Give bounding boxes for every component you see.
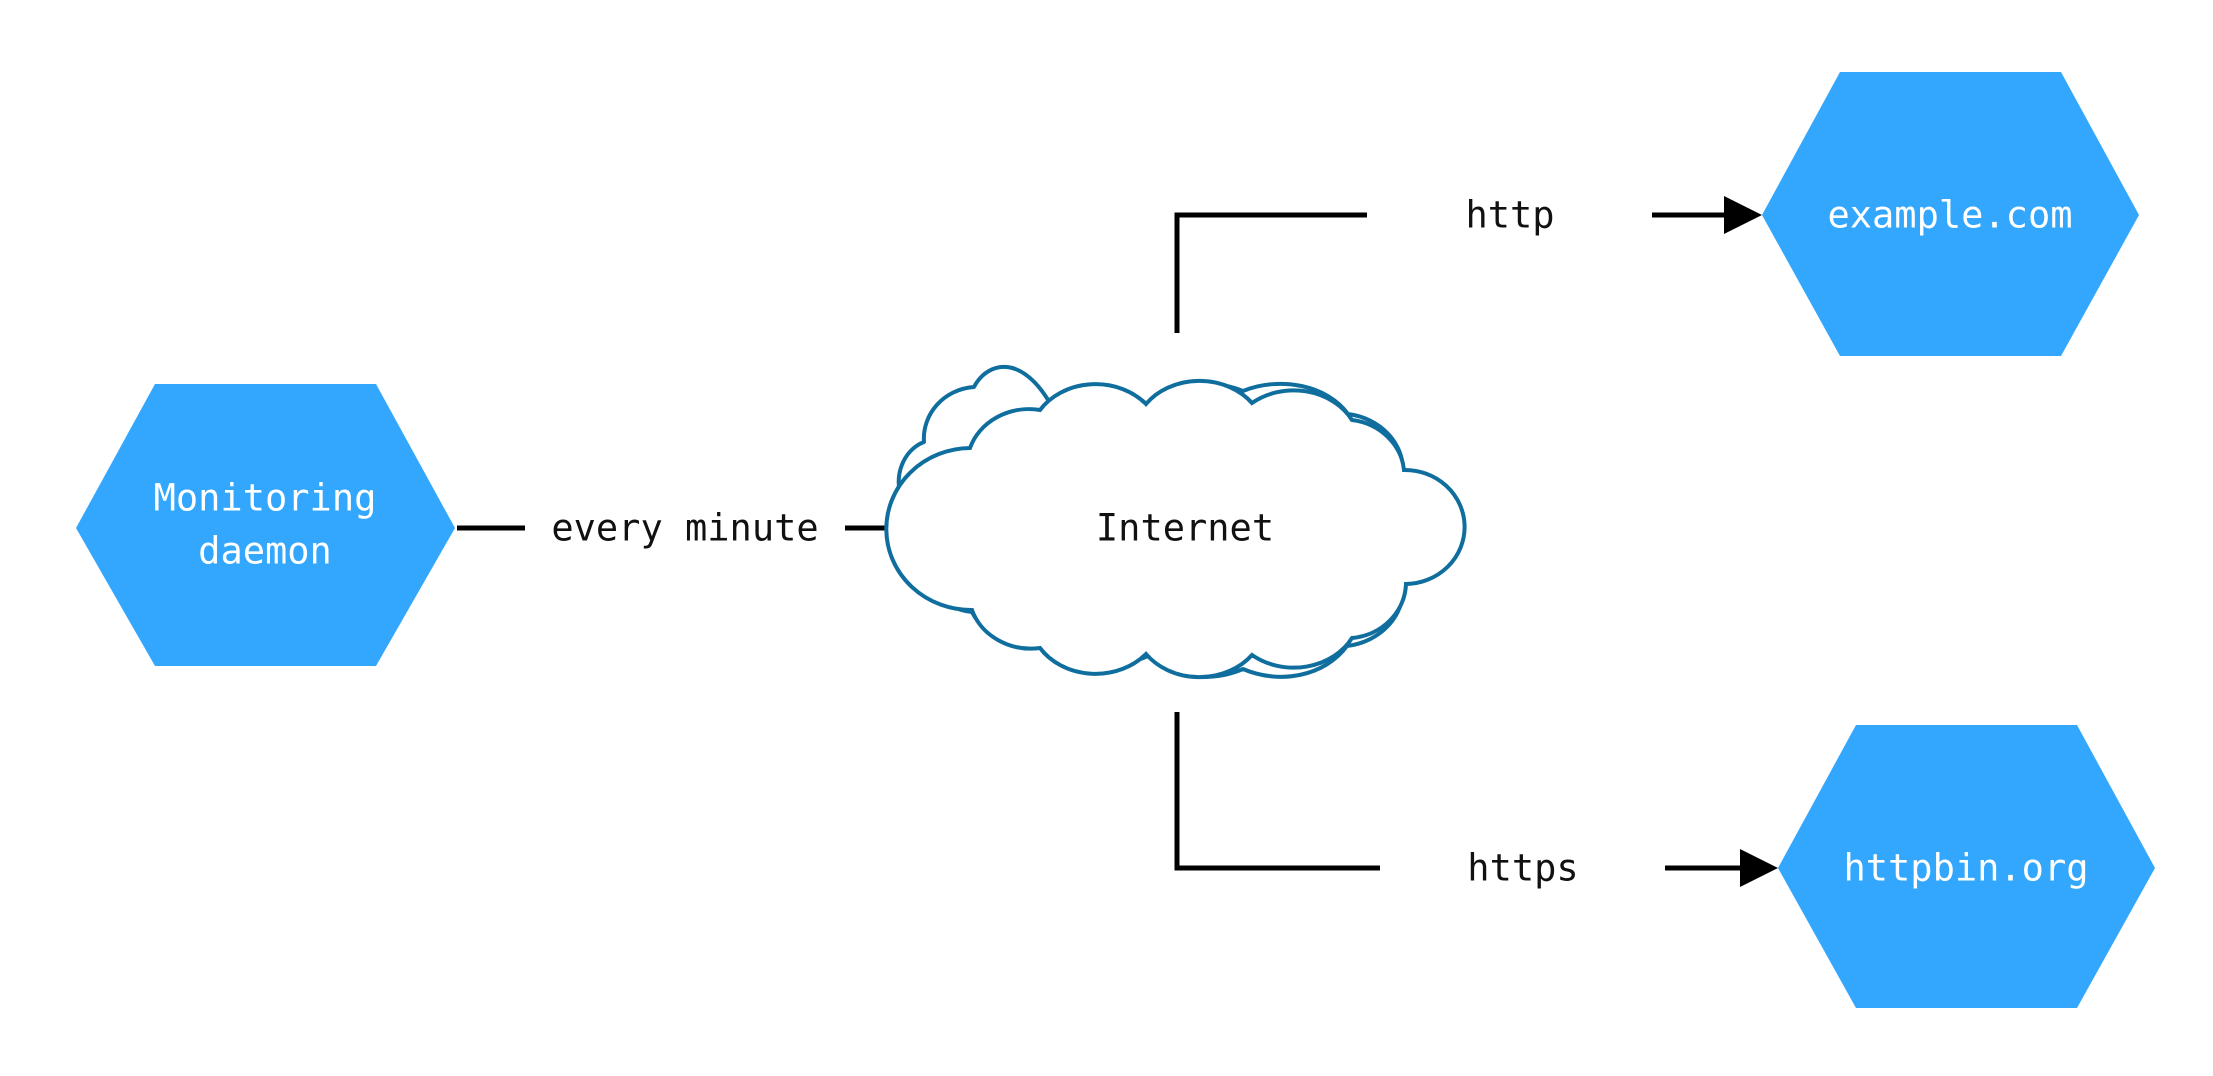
- edge-internet-to-example: http: [1174, 194, 1762, 333]
- monitoring-daemon-label-line1: Monitoring: [154, 477, 377, 520]
- edge-internet-to-example-elbow: [1174, 212, 1367, 333]
- arrowhead-internet-to-example: [1724, 196, 1762, 234]
- monitoring-daemon-hexagon-shape[interactable]: [76, 384, 455, 666]
- node-httpbin-org[interactable]: httpbin.org: [1778, 725, 2155, 1008]
- monitoring-daemon-label-line2: daemon: [198, 530, 332, 573]
- edge-internet-to-httpbin: https: [1174, 712, 1778, 890]
- internet-cloud-outline-group: Internet: [884, 378, 1467, 680]
- httpbin-org-label: httpbin.org: [1843, 847, 2088, 890]
- httpbin-org-hexagon-shape[interactable]: [1778, 725, 2155, 1008]
- edge-label-http: http: [1465, 194, 1554, 237]
- example-com-label: example.com: [1827, 194, 2072, 237]
- internet-cloud-outline: [884, 378, 1467, 680]
- node-monitoring-daemon[interactable]: Monitoring daemon: [76, 384, 455, 666]
- edge-internet-to-httpbin-elbow: [1174, 712, 1380, 871]
- edge-label-https: https: [1467, 847, 1578, 890]
- edge-label-every-minute: every minute: [551, 507, 818, 550]
- node-example-com[interactable]: example.com: [1762, 72, 2139, 356]
- internet-label-text: Internet: [1096, 507, 1274, 550]
- example-com-hexagon-shape[interactable]: [1762, 72, 2139, 356]
- edge-daemon-to-internet: every minute: [457, 507, 944, 550]
- arrowhead-internet-to-httpbin: [1740, 849, 1778, 887]
